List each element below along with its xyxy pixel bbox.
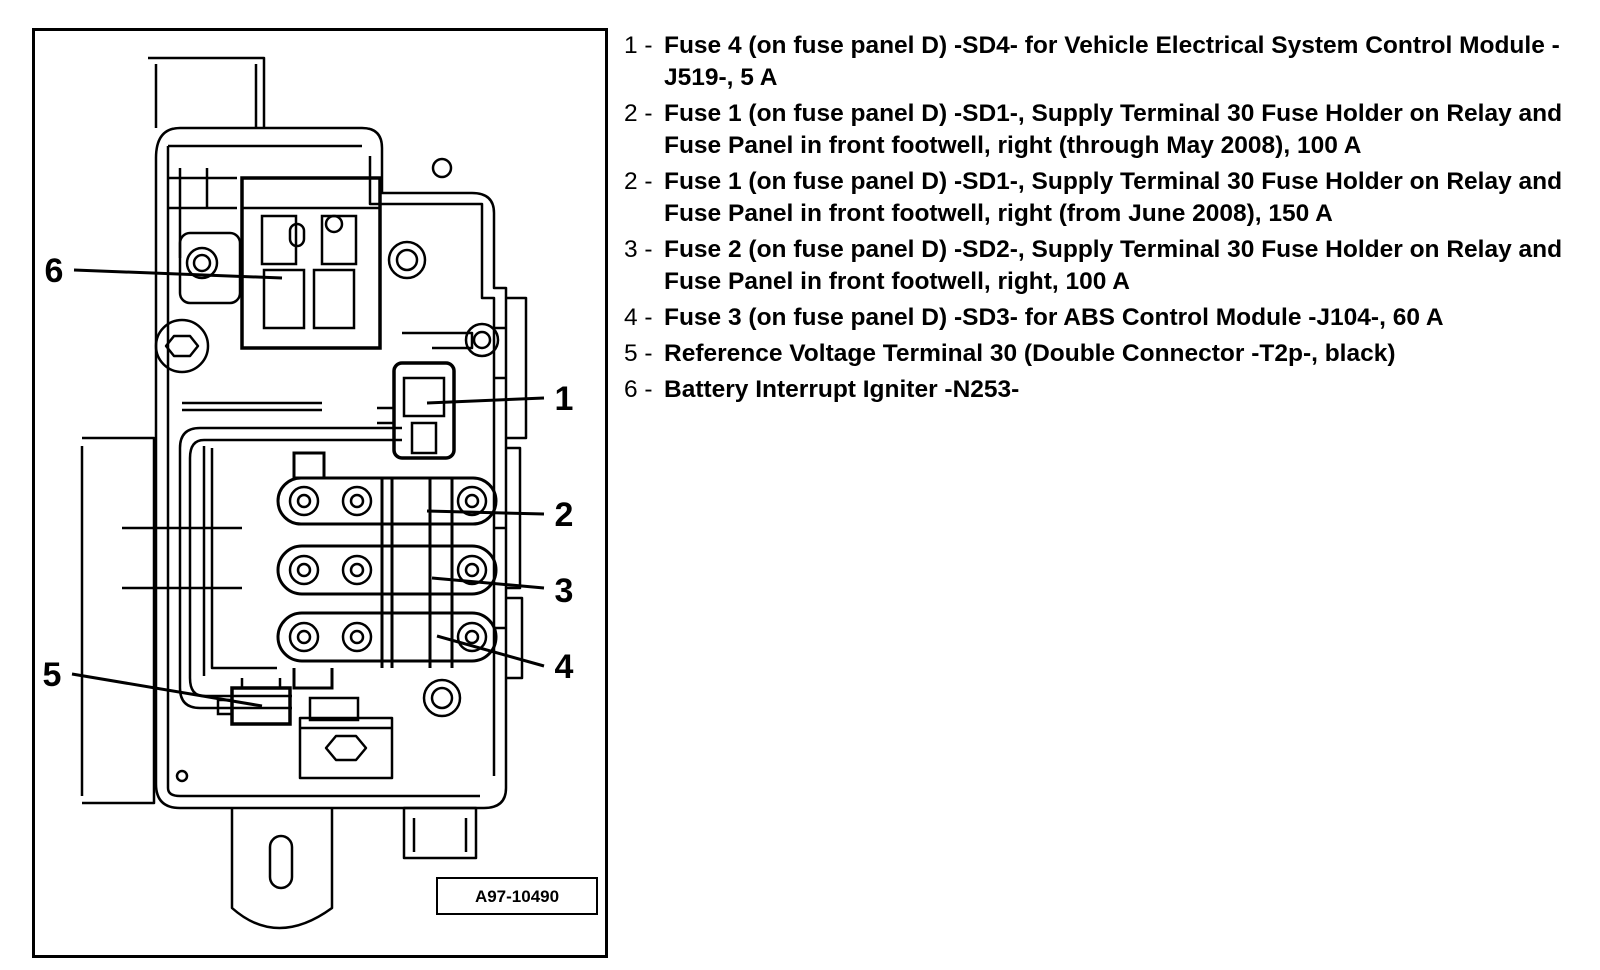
double-connector-t2p (216, 678, 360, 726)
callout-6: 6 (45, 252, 64, 290)
fuse-4-sd4 (377, 361, 456, 460)
legend-number: 1 - (624, 32, 653, 59)
legend-item-6: 6 - Battery Interrupt Igniter -N253- (624, 374, 1594, 406)
legend-number: 2 - (624, 168, 653, 195)
callout-2: 2 (555, 496, 574, 534)
legend-item-1: 1 - Fuse 4 (on fuse panel D) -SD4- for V… (624, 30, 1594, 94)
fuse-box-housing (80, 56, 528, 930)
legend-number: 3 - (624, 236, 653, 263)
legend-list: 1 - Fuse 4 (on fuse panel D) -SD4- for V… (624, 30, 1594, 410)
callout-4: 4 (555, 648, 574, 686)
legend-text: Battery Interrupt Igniter -N253- (664, 376, 1020, 403)
figure-border (32, 28, 608, 958)
legend-number: 5 - (624, 340, 653, 367)
legend-text: Fuse 1 (on fuse panel D) -SD1-, Supply T… (664, 168, 1563, 227)
legend-number: 4 - (624, 304, 653, 331)
fuse-bus-bars (276, 451, 498, 690)
legend-text: Fuse 4 (on fuse panel D) -SD4- for Vehic… (664, 32, 1560, 91)
legend-item-2b: 2 - Fuse 1 (on fuse panel D) -SD1-, Supp… (624, 166, 1594, 230)
bus-bar-nuts (288, 485, 488, 653)
battery-interrupt-igniter (240, 176, 382, 350)
figure-id-box (436, 877, 598, 915)
legend-number: 2 - (624, 100, 653, 127)
callout-3: 3 (555, 572, 574, 610)
callout-5: 5 (43, 656, 62, 694)
callout-leaders (71, 268, 545, 708)
legend-text: Fuse 3 (on fuse panel D) -SD3- for ABS C… (664, 304, 1444, 331)
legend-item-4: 4 - Fuse 3 (on fuse panel D) -SD3- for A… (624, 302, 1594, 334)
legend-text: Fuse 1 (on fuse panel D) -SD1-, Supply T… (664, 100, 1563, 159)
legend-text: Reference Voltage Terminal 30 (Double Co… (664, 340, 1396, 367)
fuse-panel-diagram: 6 1 2 3 4 5 A97-10490 (32, 28, 608, 958)
legend-text: Fuse 2 (on fuse panel D) -SD2-, Supply T… (664, 236, 1563, 295)
legend-number: 6 - (624, 376, 653, 403)
legend-item-3: 3 - Fuse 2 (on fuse panel D) -SD2-, Supp… (624, 234, 1594, 298)
legend-item-2a: 2 - Fuse 1 (on fuse panel D) -SD1-, Supp… (624, 98, 1594, 162)
fuse-panel-illustration: 6 1 2 3 4 5 A97-10490 (32, 28, 608, 958)
callout-1: 1 (555, 380, 574, 418)
figure-id: A97-10490 (475, 887, 559, 906)
legend-item-5: 5 - Reference Voltage Terminal 30 (Doubl… (624, 338, 1594, 370)
